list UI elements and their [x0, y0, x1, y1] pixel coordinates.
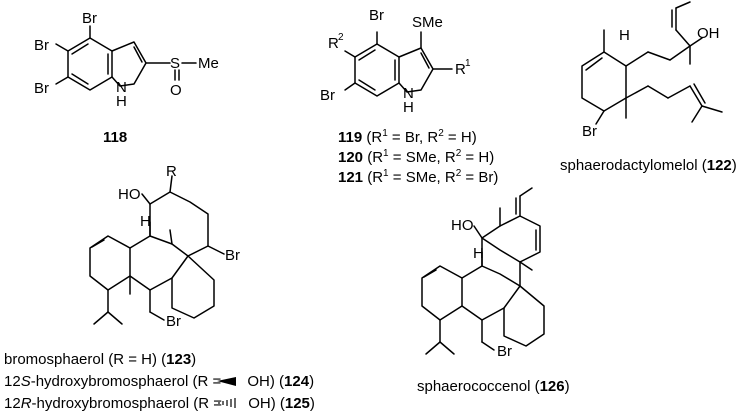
- atom-br-118-top: Br: [82, 10, 97, 27]
- label-123-number: 123: [166, 351, 191, 368]
- label-126-name: sphaerococcenol (: [417, 378, 540, 395]
- label-121-sup1: 1: [383, 168, 389, 179]
- label-120-mid: = SMe, R: [389, 149, 456, 166]
- label-120-sup1: 1: [383, 148, 389, 159]
- label-122-number: 122: [707, 157, 732, 174]
- label-125: 12R-hydroxybromosphaerol (R = OH) (125): [4, 395, 315, 412]
- label-124: 12S-hydroxybromosphaerol (R = OH) (124): [4, 373, 314, 390]
- label-121-mid: = SMe, R: [389, 169, 456, 186]
- atom-h-118: H: [116, 93, 127, 110]
- atom-ho-126: HO: [451, 217, 474, 234]
- label-120-open: (R: [363, 149, 383, 166]
- atom-ho-123: HO: [118, 186, 141, 203]
- wedge-bond-icon: [217, 377, 236, 386]
- label-120: 120 (R1 = SMe, R2 = H): [338, 148, 494, 166]
- label-125-r: R: [21, 395, 32, 412]
- label-120-sup2: 2: [456, 148, 462, 159]
- atom-me-118: Me: [198, 55, 219, 72]
- label-122-close: ): [732, 157, 737, 174]
- atom-r2-119: R: [328, 35, 339, 52]
- label-123: bromosphaerol (R = H) (123): [4, 351, 196, 368]
- atom-br-126: Br: [497, 343, 512, 360]
- atom-br-118-left: Br: [34, 37, 49, 54]
- label-124-s: S: [21, 373, 31, 390]
- compound-123-125-structure: [89, 175, 225, 325]
- compound-119-121-structure: [344, 31, 453, 97]
- atom-br-119-top: Br: [369, 7, 384, 24]
- label-125-oh: OH) (: [248, 395, 285, 412]
- label-126-close: ): [565, 378, 570, 395]
- atom-n-118: N: [116, 79, 127, 96]
- atom-h-122: H: [619, 27, 630, 44]
- label-123-name: bromosphaerol (R = H) (: [4, 351, 166, 368]
- label-124-number: 124: [284, 373, 310, 390]
- label-124-close: ): [309, 373, 314, 390]
- label-125-close: ): [310, 395, 315, 412]
- label-125-mid: -hydroxybromosphaerol (R =: [32, 395, 227, 412]
- sup-1-119: 1: [465, 58, 471, 69]
- atom-br-118-bottom: Br: [34, 80, 49, 97]
- label-120-number: 120: [338, 149, 363, 166]
- atom-sme-119: SMe: [412, 14, 443, 31]
- label-119: 119 (R1 = Br, R2 = H): [338, 128, 477, 146]
- label-119-end: = H): [444, 129, 477, 146]
- label-125-pre: 12: [4, 395, 21, 412]
- label-122-name: sphaerodactylomelol (: [560, 157, 707, 174]
- label-119-number: 119: [338, 129, 362, 146]
- atom-br-123-bottom: Br: [166, 313, 181, 330]
- atom-br-122: Br: [582, 123, 597, 140]
- atom-r1-119: R: [455, 61, 466, 78]
- hashed-bond-icon: [218, 398, 236, 408]
- atom-r-123: R: [166, 163, 177, 180]
- atom-n-119: N: [403, 85, 414, 102]
- label-120-end: = H): [461, 149, 494, 166]
- atom-h-123: H: [140, 213, 151, 230]
- label-119-sup1: 1: [382, 128, 388, 139]
- atom-s-118: S: [170, 55, 180, 72]
- label-123-close: ): [191, 351, 196, 368]
- atom-br-119-bottom: Br: [320, 87, 335, 104]
- compound-122-structure: [581, 1, 723, 125]
- label-122: sphaerodactylomelol (122): [560, 157, 737, 174]
- atom-br-123-right: Br: [225, 247, 240, 264]
- label-124-pre: 12: [4, 373, 21, 390]
- label-124-mid: -hydroxybromosphaerol (R =: [31, 373, 226, 390]
- label-121-number: 121: [338, 169, 363, 186]
- atom-o-118: O: [170, 82, 182, 99]
- compound-118-structure: [55, 25, 197, 91]
- sup-2-119: 2: [338, 32, 344, 43]
- label-124-oh: OH) (: [247, 373, 284, 390]
- label-126: sphaerococcenol (126): [417, 378, 570, 395]
- label-121-end: = Br): [461, 169, 498, 186]
- label-119-open: (R: [362, 129, 382, 146]
- label-125-number: 125: [285, 395, 310, 412]
- label-121: 121 (R1 = SMe, R2 = Br): [338, 168, 498, 186]
- label-126-number: 126: [540, 378, 565, 395]
- label-119-sup2: 2: [438, 128, 444, 139]
- atom-oh-122: OH: [697, 25, 720, 42]
- compound-126-structure: [421, 187, 545, 355]
- label-121-open: (R: [363, 169, 383, 186]
- label-119-mid: = Br, R: [388, 129, 439, 146]
- label-121-sup2: 2: [456, 168, 462, 179]
- atom-h-119: H: [403, 99, 414, 116]
- atom-h-126: H: [473, 245, 484, 262]
- label-118: 118: [103, 129, 127, 146]
